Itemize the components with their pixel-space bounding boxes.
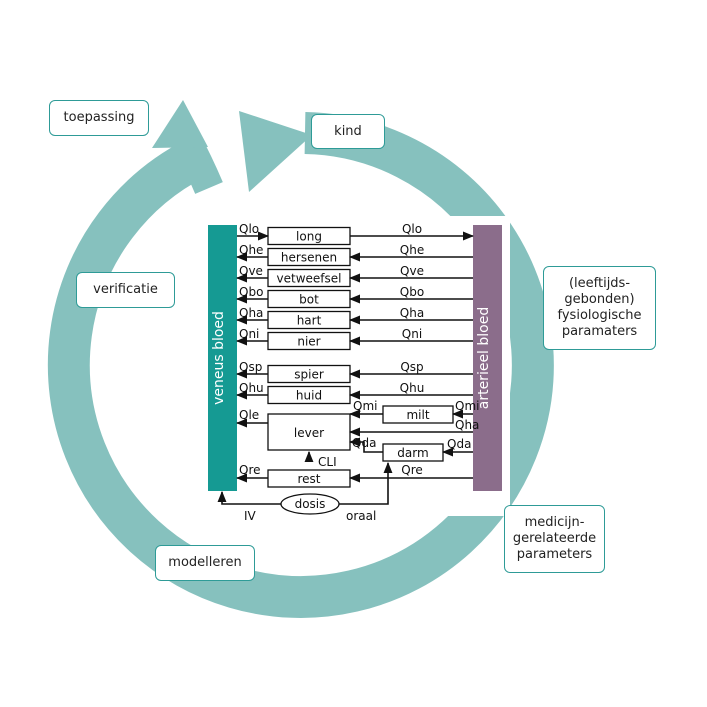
cycle-arrowhead-toepassing [152, 100, 208, 148]
flow-label-left-nier: Qni [239, 327, 259, 341]
organ-label-rest: rest [297, 472, 320, 486]
organ-label-long: long [296, 230, 322, 244]
organ-label-vetweefsel: vetweefsel [277, 272, 342, 286]
diagram-backdrop [200, 216, 510, 516]
flow-label-ha-lever: Qha [455, 418, 479, 432]
flow-label-right-nier: Qni [402, 327, 422, 341]
flow-label-right-bot: Qbo [400, 285, 424, 299]
route-label-iv: IV [244, 509, 257, 523]
flow-label-left-long: Qlo [239, 222, 259, 236]
flow-label-left-milt: Qmi [353, 399, 377, 413]
clearance-label: CLI [318, 455, 337, 469]
flow-label-left-darm: Qda [352, 436, 376, 450]
flow-label-right-hart: Qha [400, 306, 424, 320]
flow-label-left-spier: Qsp [239, 360, 262, 374]
label-modelleren: modelleren [155, 545, 255, 581]
flow-label-right-huid: Qhu [400, 381, 425, 395]
venous-label: veneus bloed [211, 311, 227, 405]
flow-label-right-rest: Qre [401, 463, 423, 477]
flow-label-right-milt: Qmi [455, 399, 479, 413]
flow-label-right-hersenen: Qhe [400, 243, 424, 257]
organ-label-hart: hart [297, 314, 322, 328]
organ-label-milt: milt [406, 408, 429, 422]
label-medicijn-parameters: medicijn- gerelateerde parameters [504, 505, 605, 573]
label-toepassing: toepassing [49, 100, 149, 136]
flow-label-left-hersenen: Qhe [239, 243, 263, 257]
arterial-label: arterieel bloed [476, 307, 492, 410]
organ-label-lever: lever [294, 426, 324, 440]
cycle-arrowhead-kind [239, 111, 312, 192]
flow-label-left-bot: Qbo [239, 285, 263, 299]
organ-label-huid: huid [296, 389, 322, 403]
dose-label: dosis [295, 497, 326, 511]
venous-bar [208, 225, 237, 491]
organ-box-lever [267, 413, 351, 451]
label-fysiologische-parameters: (leeftijds- gebonden) fysiologische para… [543, 266, 656, 350]
route-label-oraal: oraal [346, 509, 376, 523]
organ-label-spier: spier [294, 368, 324, 382]
flow-label-right-long: Qlo [402, 222, 422, 236]
flow-arrow-left-darm [348, 437, 383, 453]
organ-label-bot: bot [299, 293, 319, 307]
dose-arrow-iv [217, 490, 281, 505]
organ-label-darm: darm [397, 446, 428, 460]
flow-label-right-vetweefsel: Qve [400, 264, 424, 278]
flow-label-left-lever: Qle [239, 408, 259, 422]
flow-label-left-hart: Qha [239, 306, 263, 320]
flow-label-left-huid: Qhu [239, 381, 264, 395]
flow-label-left-vetweefsel: Qve [239, 264, 263, 278]
organ-layer: long Qlo Qlo hersenen Qhe Qhe vetweefsel Qve Qve… [217, 222, 479, 523]
label-verificatie: verificatie [76, 272, 175, 308]
organ-label-nier: nier [297, 335, 320, 349]
arterial-bar [473, 225, 502, 491]
flow-label-right-spier: Qsp [400, 360, 423, 374]
flow-label-right-darm: Qda [447, 437, 471, 451]
flow-label-left-rest: Qre [239, 463, 261, 477]
organ-label-hersenen: hersenen [281, 251, 337, 265]
dose-arrow-oraal [339, 461, 393, 505]
label-kind: kind [311, 114, 385, 149]
